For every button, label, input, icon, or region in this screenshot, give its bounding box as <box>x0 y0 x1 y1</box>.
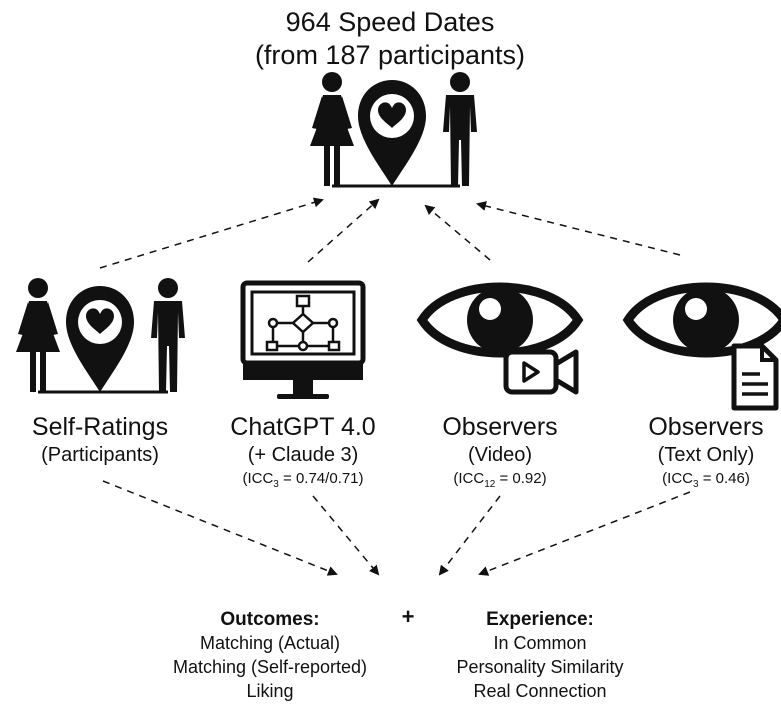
arrow-chatgpt-to-outcomes <box>312 495 380 576</box>
outcomes-block: Outcomes: Matching (Actual) Matching (Se… <box>140 608 400 703</box>
source-name: ChatGPT 4.0 <box>230 413 376 441</box>
arrow-chatgpt-to-dates <box>307 198 380 263</box>
outcome-item: Liking <box>246 681 294 701</box>
outcome-item: Matching (Actual) <box>199 633 341 653</box>
source-subtitle: (Participants) <box>41 444 159 466</box>
source-self-ratings: Self-Ratings (Participants) <box>0 412 200 468</box>
source-icc: (ICC12 = 0.92) <box>453 470 547 490</box>
experience-heading: Experience: <box>486 609 594 630</box>
source-name: Observers <box>442 413 558 441</box>
arrow-self-to-dates <box>99 197 324 269</box>
arrow-video-to-outcomes <box>438 495 501 576</box>
source-subtitle: (Text Only) <box>657 444 755 466</box>
plus-sign: + <box>401 604 415 629</box>
experience-item: In Common <box>493 633 587 653</box>
source-chatgpt: ChatGPT 4.0 (+ Claude 3) (ICC3 = 0.74/0.… <box>203 412 403 496</box>
arrow-self-to-outcomes <box>102 480 338 576</box>
experience-item: Personality Similarity <box>456 657 624 677</box>
source-subtitle: (+ Claude 3) <box>247 444 359 466</box>
title-line-1: 964 Speed Dates <box>285 7 495 37</box>
source-observers-video: Observers (Video) (ICC12 = 0.92) <box>410 412 590 496</box>
source-observers-text: Observers (Text Only) (ICC3 = 0.46) <box>631 412 781 496</box>
source-name: Self-Ratings <box>31 413 169 441</box>
arrow-text-to-dates <box>476 201 681 256</box>
arrow-text-to-outcomes <box>478 491 691 576</box>
arrow-video-to-dates <box>424 204 491 261</box>
experience-item: Real Connection <box>473 681 607 701</box>
source-icc: (ICC3 = 0.74/0.71) <box>242 470 364 490</box>
source-subtitle: (Video) <box>467 444 533 466</box>
source-name: Observers <box>648 413 764 441</box>
source-icc: (ICC3 = 0.46) <box>662 470 750 490</box>
self-ratings-couple-pin-icon <box>16 278 185 394</box>
eye-video-icon <box>422 287 578 395</box>
diagram-title: 964 Speed Dates (from 187 participants) <box>190 6 590 72</box>
title-line-2: (from 187 participants) <box>254 40 526 70</box>
computer-flowchart-icon <box>240 280 366 399</box>
experience-block: Experience: In Common Personality Simila… <box>420 608 660 703</box>
outcomes-heading: Outcomes: <box>220 609 320 630</box>
outcome-item: Matching (Self-reported) <box>172 657 368 677</box>
eye-document-icon <box>628 287 781 411</box>
top-couple-pin-icon <box>310 72 477 188</box>
